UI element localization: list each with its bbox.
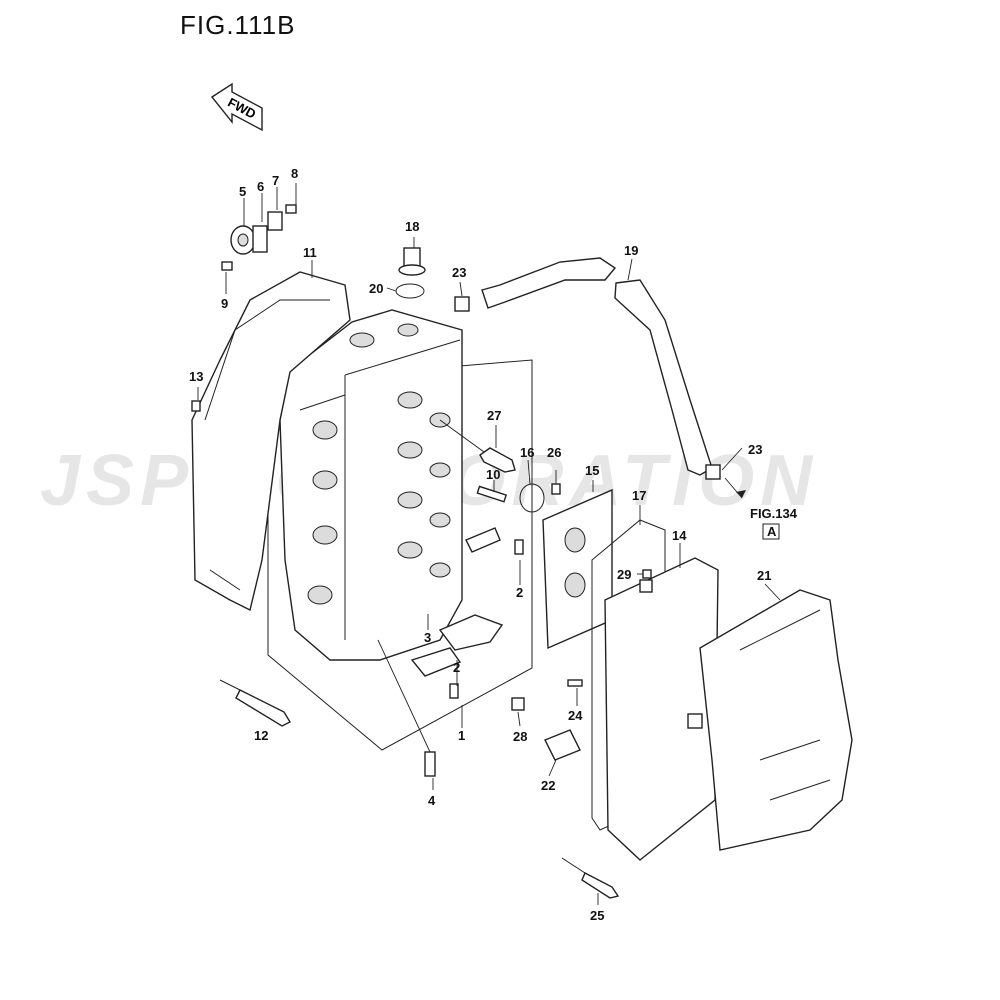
callout-29: 29: [617, 567, 631, 582]
callout-19: 19: [624, 243, 638, 258]
callout-20: 20: [369, 281, 383, 296]
locating-pin: [424, 751, 436, 777]
callout-14: 14: [672, 528, 687, 543]
callout-5: 5: [239, 184, 246, 199]
long-bolt: [581, 872, 620, 899]
callout-26: 26: [547, 445, 561, 460]
small-bolt: [551, 483, 561, 495]
head-gasket: [191, 271, 351, 612]
cover-bolt: [567, 679, 583, 687]
callout-6: 6: [257, 179, 264, 194]
callout-12: 12: [254, 728, 268, 743]
bracket-bolt: [449, 683, 459, 699]
callout-13: 13: [189, 369, 203, 384]
callout-2: 2: [453, 660, 460, 675]
callout-8: 8: [291, 166, 298, 181]
hose-clamp: [454, 296, 470, 312]
callout-2: 2: [516, 585, 523, 600]
ref-box-label: A: [767, 524, 777, 539]
thermostat-cover-assembly: [221, 204, 297, 271]
callout-21: 21: [757, 568, 771, 583]
callout-1: 1: [458, 728, 465, 743]
ref-figure-label: FIG.134: [750, 506, 798, 521]
figure-title: FIG.111B: [180, 10, 296, 40]
callout-11: 11: [303, 245, 317, 260]
ref-box: [762, 523, 780, 540]
exhaust-cover: [699, 589, 853, 851]
plug: [642, 569, 652, 579]
callout-24: 24: [568, 708, 583, 723]
cylinder-head: [267, 309, 533, 751]
temperature-sensor: [439, 419, 516, 473]
callout-4: 4: [428, 793, 436, 808]
bracket-bolt: [514, 539, 524, 555]
callout-23: 23: [452, 265, 466, 280]
callout-18: 18: [405, 219, 419, 234]
clip-ring: [519, 483, 545, 513]
oil-filler-cap: [395, 247, 426, 299]
callout-16: 16: [520, 445, 534, 460]
cylinder-head-bolt: [235, 689, 291, 727]
breather-hose: [481, 257, 617, 309]
callout-22: 22: [541, 778, 555, 793]
cylinder-head-ports: [307, 323, 451, 605]
dowel-pin: [191, 400, 201, 412]
callout-28: 28: [513, 729, 527, 744]
cylinder-head-cover: [604, 557, 719, 861]
callout-27: 27: [487, 408, 501, 423]
callout-17: 17: [632, 488, 646, 503]
nut: [511, 697, 525, 711]
fwd-arrow-icon: FWD: [210, 82, 263, 132]
callout-15: 15: [585, 463, 599, 478]
callout-3: 3: [424, 630, 431, 645]
callout-23: 23: [748, 442, 762, 457]
spacer-block: [544, 729, 581, 761]
callout-10: 10: [486, 467, 500, 482]
callout-25: 25: [590, 908, 604, 923]
hose-clamp: [705, 464, 721, 480]
callout-9: 9: [221, 296, 228, 311]
callout-labels: 1 2 2 3 4 5 6 7 8 9 10 11 12 13 14 15 16…: [189, 166, 771, 923]
leader-lines: [197, 183, 781, 905]
callout-7: 7: [272, 173, 279, 188]
flange-bolt: [476, 485, 508, 503]
